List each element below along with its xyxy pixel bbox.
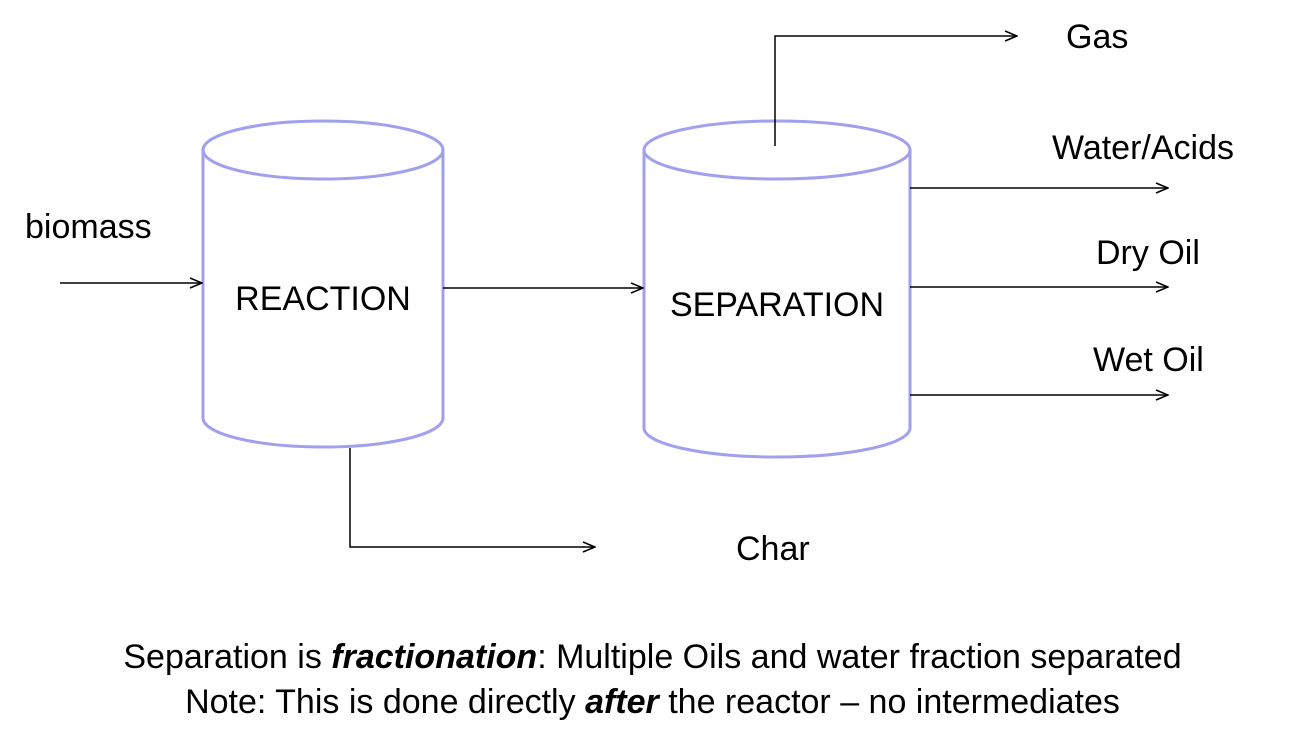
char-outlet-arrow	[349, 448, 595, 547]
separation-vessel	[642, 119, 912, 459]
char-label: Char	[736, 530, 810, 568]
caption-line-2: Note: This is done directly after the re…	[0, 685, 1305, 719]
reaction-label: REACTION	[235, 280, 411, 318]
caption-line-2-start: Note: This is done directly	[185, 683, 586, 721]
separation-label: SEPARATION	[670, 286, 884, 324]
water-acids-label: Water/Acids	[1052, 129, 1234, 167]
wet-oil-label: Wet Oil	[1093, 341, 1204, 379]
biomass-label: biomass	[25, 208, 152, 246]
caption-line-1-end: : Multiple Oils and water fraction separ…	[537, 638, 1182, 676]
caption-line-2-emphasis: after	[585, 683, 659, 721]
caption-line-1: Separation is fractionation: Multiple Oi…	[0, 640, 1305, 674]
gas-label: Gas	[1066, 18, 1128, 56]
reaction-vessel	[201, 119, 445, 449]
dry-oil-label: Dry Oil	[1096, 234, 1200, 272]
caption-line-1-emphasis: fractionation	[331, 638, 538, 676]
gas-outlet-arrow	[774, 36, 1017, 146]
caption-line-2-end: the reactor – no intermediates	[658, 683, 1120, 721]
caption-line-1-start: Separation is	[123, 638, 332, 676]
